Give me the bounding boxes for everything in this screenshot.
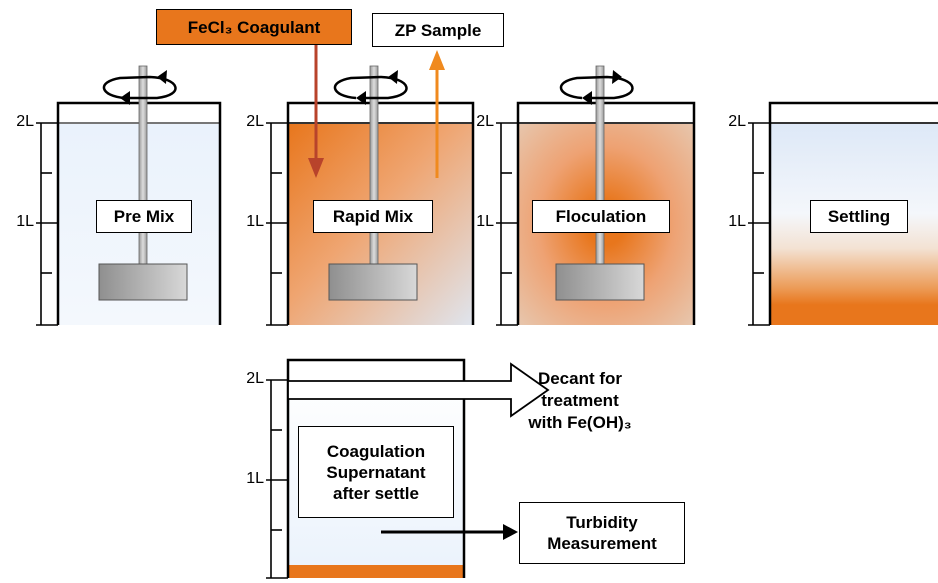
rotation-arrow-icon <box>102 70 177 105</box>
coagulant-dose-arrow-icon <box>308 45 324 178</box>
scale-2l-label: 2L <box>246 370 264 387</box>
rotation-arrow-icon <box>333 70 408 105</box>
stirrer-shaft <box>138 65 148 267</box>
scale-1l-label: 1L <box>16 213 34 230</box>
decant-arrow-icon <box>287 362 550 418</box>
stirrer-paddle <box>555 263 645 301</box>
scale-2l-label: 2L <box>246 113 264 130</box>
beaker-wall <box>516 101 696 325</box>
stirrer-paddle <box>328 263 418 301</box>
scale-2l-label: 2L <box>476 113 494 130</box>
beaker-wall <box>286 358 466 578</box>
beaker-wall <box>286 101 475 325</box>
stirrer-paddle <box>98 263 188 301</box>
beaker-rapid-mix <box>266 45 475 326</box>
scale-ruler <box>266 379 288 579</box>
stirrer-shaft <box>369 65 379 267</box>
stirrer-shaft <box>595 65 605 267</box>
scale-1l-label: 1L <box>246 470 264 487</box>
scale-1l-label: 1L <box>728 213 746 230</box>
scale-2l-label: 2L <box>728 113 746 130</box>
scale-1l-label: 1L <box>246 213 264 230</box>
stage-label-rapid-mix: Rapid Mix <box>313 200 433 233</box>
scale-ruler <box>748 122 770 326</box>
scale-ruler <box>36 122 58 326</box>
zp-sample-arrow-icon <box>429 50 445 178</box>
turbidity-measurement-label: Turbidity Measurement <box>519 502 685 564</box>
zp-sample-label: ZP Sample <box>372 13 504 47</box>
scale-ruler <box>266 122 288 326</box>
stage-label-pre-mix: Pre Mix <box>96 200 192 233</box>
stage-label-settling: Settling <box>810 200 908 233</box>
rotation-arrow-icon <box>559 70 634 105</box>
scale-2l-label: 2L <box>16 113 34 130</box>
coagulant-label: FeCl₃ Coagulant <box>156 9 352 45</box>
beaker-pre-mix <box>36 65 222 326</box>
supernatant-label: Coagulation Supernatant after settle <box>298 426 454 518</box>
scale-ruler <box>496 122 518 326</box>
stage-label-floculation: Floculation <box>532 200 670 233</box>
beaker-wall <box>768 101 938 325</box>
scale-1l-label: 1L <box>476 213 494 230</box>
sediment-layer <box>288 565 464 578</box>
decant-label: Decant for treatment with Fe(OH)₃ <box>528 369 632 432</box>
turbidity-arrow-icon <box>503 524 518 540</box>
beaker-floculation <box>496 65 696 326</box>
